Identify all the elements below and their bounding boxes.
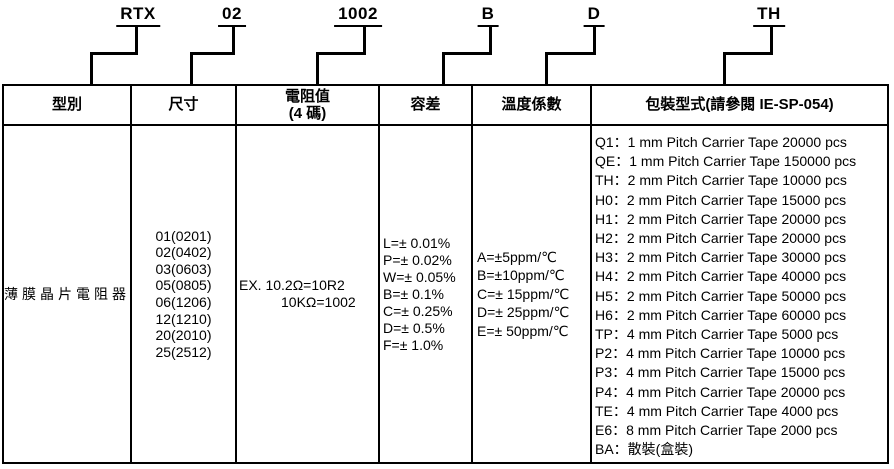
connector-line-resistance <box>316 27 366 55</box>
part-segment-size: 02 <box>218 4 246 27</box>
list-item: 01(0201) <box>155 227 212 244</box>
cell-size: 01(0201)02(0402)03(0603)05(0805)06(1206)… <box>132 126 237 462</box>
header-tolerance-label: 容差 <box>410 96 441 114</box>
list-item: H3：2 mm Pitch Carrier Tape 30000 pcs <box>595 249 847 266</box>
connector-line-tcr <box>545 27 596 55</box>
connector-line-tcr-drop <box>545 52 548 85</box>
connector-line-packaging <box>723 27 773 55</box>
connector-line-tolerance-drop <box>442 52 445 85</box>
connector-line-tolerance <box>442 27 492 55</box>
type-value: 薄膜晶片電阻器 <box>4 286 130 302</box>
list-item: E6：8 mm Pitch Carrier Tape 2000 pcs <box>595 422 838 439</box>
list-item: TE：4 mm Pitch Carrier Tape 4000 pcs <box>595 402 839 419</box>
cell-tolerance: L=± 0.01%P=± 0.02%W=± 0.05%B=± 0.1%C=± 0… <box>380 126 473 462</box>
list-item: B=± 0.1% <box>383 285 444 302</box>
part-segment-resistance: 1002 <box>334 4 382 27</box>
header-cell-resistance: 電阻值 (4 碼) <box>237 86 380 126</box>
tolerance-list: L=± 0.01%P=± 0.02%W=± 0.05%B=± 0.1%C=± 0… <box>380 235 456 354</box>
list-item: H0：2 mm Pitch Carrier Tape 15000 pcs <box>595 191 847 208</box>
list-item: L=± 0.01% <box>383 234 451 251</box>
list-item: H6：2 mm Pitch Carrier Tape 60000 pcs <box>595 306 847 323</box>
list-item: 20(2010) <box>155 327 212 344</box>
part-segment-packaging: TH <box>753 4 785 27</box>
list-item: D=± 25ppm/℃ <box>477 304 570 321</box>
list-item: 06(1206) <box>155 294 212 310</box>
list-item: C=± 15ppm/℃ <box>477 285 570 302</box>
header-size-label: 尺寸 <box>168 96 199 114</box>
header-cell-size: 尺寸 <box>132 86 237 126</box>
list-item: EX. 10.2Ω=10R2 <box>239 277 345 293</box>
list-item: E=± 50ppm/℃ <box>477 322 569 339</box>
size-list: 01(0201)02(0402)03(0603)05(0805)06(1206)… <box>155 228 211 361</box>
list-item: P=± 0.02% <box>383 251 452 268</box>
part-segment-tolerance: B <box>477 4 499 27</box>
list-item: 10KΩ=1002 <box>281 294 356 310</box>
header-resistance-label-line1: 電阻值 <box>284 87 330 105</box>
list-item: 25(2512) <box>155 343 212 360</box>
list-item: P4：4 mm Pitch Carrier Tape 20000 pcs <box>595 383 846 400</box>
list-item: 12(1210) <box>155 310 212 327</box>
list-item: H2：2 mm Pitch Carrier Tape 20000 pcs <box>595 230 847 247</box>
list-item: B=±10ppm/℃ <box>477 267 565 284</box>
decode-table: 型別 尺寸 電阻值 (4 碼) 容差 溫度係數 包裝型式(請參閱 IE-SP-0… <box>2 84 889 464</box>
list-item: H1：2 mm Pitch Carrier Tape 20000 pcs <box>595 210 847 227</box>
list-item: BA：散裝(盒裝) <box>595 441 693 458</box>
header-cell-tolerance: 容差 <box>380 86 473 126</box>
list-item: P3：4 mm Pitch Carrier Tape 15000 pcs <box>595 364 846 381</box>
list-item: Q1：1 mm Pitch Carrier Tape 20000 pcs <box>595 134 847 150</box>
header-resistance-label-line2: (4 碼) <box>288 105 327 122</box>
list-item: 05(0805) <box>155 277 212 294</box>
list-item: TH：2 mm Pitch Carrier Tape 10000 pcs <box>595 172 847 189</box>
connector-line-series <box>90 27 138 55</box>
connector-line-size <box>190 27 235 55</box>
part-segment-tcr: D <box>583 4 605 27</box>
list-item: C=± 0.25% <box>383 302 453 319</box>
connector-line-size-drop <box>190 52 193 85</box>
connector-line-series-drop <box>90 52 93 85</box>
header-tcr-label: 溫度係數 <box>501 96 562 114</box>
header-cell-tcr: 溫度係數 <box>473 86 592 126</box>
list-item: W=± 0.05% <box>383 268 456 285</box>
list-item: 02(0402) <box>155 244 212 261</box>
cell-type: 薄膜晶片電阻器 <box>4 126 132 462</box>
header-type-label: 型別 <box>51 96 82 114</box>
list-item: H4：2 mm Pitch Carrier Tape 40000 pcs <box>595 268 847 285</box>
header-packaging-label: 包裝型式(請參閱 IE-SP-054) <box>645 96 834 114</box>
part-segment-series: RTX <box>116 4 160 27</box>
list-item: F=± 1.0% <box>383 336 444 353</box>
list-item: TP：4 mm Pitch Carrier Tape 5000 pcs <box>595 326 839 343</box>
list-item: A=±5ppm/℃ <box>477 248 557 265</box>
list-item: P2：4 mm Pitch Carrier Tape 10000 pcs <box>595 345 846 362</box>
list-item: 03(0603) <box>155 260 212 277</box>
list-item: D=± 0.5% <box>383 319 445 336</box>
header-cell-type: 型別 <box>4 86 132 126</box>
list-item: H5：2 mm Pitch Carrier Tape 50000 pcs <box>595 287 847 304</box>
connector-line-resistance-drop <box>316 52 319 85</box>
header-cell-packaging: 包裝型式(請參閱 IE-SP-054) <box>592 86 887 126</box>
connector-line-packaging-drop <box>723 52 726 85</box>
list-item: QE：1 mm Pitch Carrier Tape 150000 pcs <box>595 153 857 170</box>
